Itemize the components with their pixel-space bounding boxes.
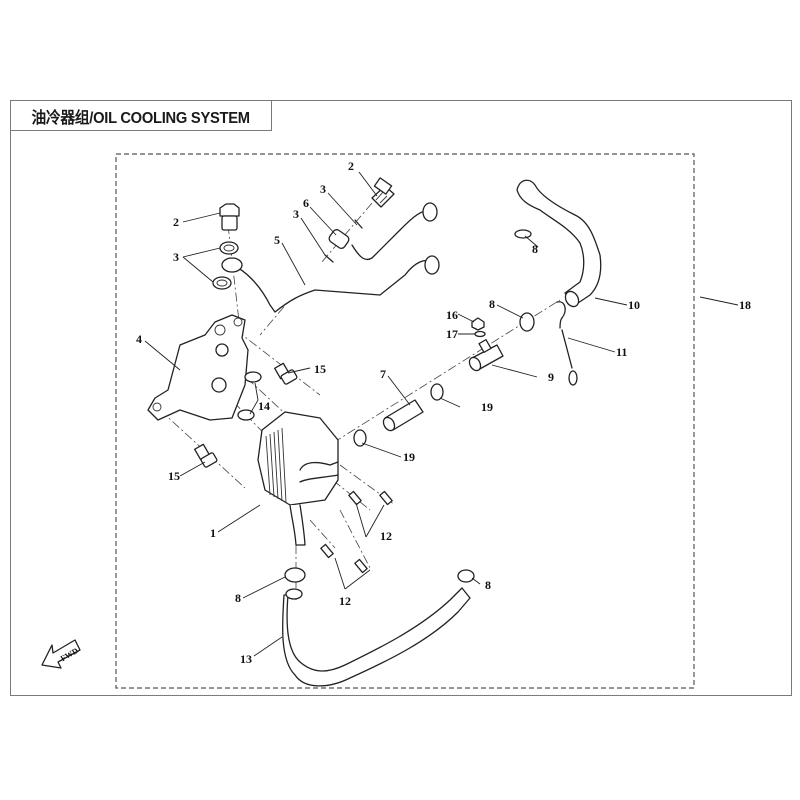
callout-18: 18	[739, 298, 751, 312]
part-washers[interactable]	[212, 219, 363, 290]
part-banjo-bolt-upper[interactable]	[371, 177, 395, 208]
part-oil-pipe[interactable]	[221, 202, 440, 313]
part-nut-oring[interactable]	[471, 317, 486, 338]
callout-12: 12	[380, 529, 392, 543]
part-support-wire[interactable]	[556, 301, 578, 386]
callout-14: 14	[258, 399, 270, 413]
callout-15: 15	[168, 469, 180, 483]
callout-8: 8	[489, 297, 495, 311]
part-o-rings[interactable]	[237, 371, 262, 421]
part-coolant-joint[interactable]	[467, 339, 504, 373]
part-banjo-bolt-left[interactable]	[219, 203, 240, 231]
callout-2: 2	[173, 215, 179, 229]
callout-10: 10	[628, 298, 640, 312]
callout-9: 9	[548, 370, 554, 384]
callout-4: 4	[136, 332, 142, 346]
part-coolant-hose-lower[interactable]	[282, 587, 471, 687]
callout-2: 2	[348, 159, 354, 173]
fwd-direction-arrow: FWD	[41, 639, 81, 669]
callout-7: 7	[380, 367, 386, 381]
callout-1: 1	[210, 526, 216, 540]
leader-lines	[144, 171, 739, 657]
callout-5: 5	[274, 233, 280, 247]
part-coolant-hose-upper[interactable]	[516, 179, 602, 309]
part-clamps-19[interactable]	[353, 383, 444, 447]
part-clamps-8[interactable]	[284, 229, 535, 583]
drawing-frame	[10, 100, 792, 696]
part-oil-cooler[interactable]	[257, 411, 339, 546]
part-hose-sleeve[interactable]	[381, 399, 424, 433]
diagram-title: 油冷器组/OIL COOLING SYSTEM	[31, 109, 251, 127]
callout-8: 8	[485, 578, 491, 592]
callout-11: 11	[616, 345, 627, 359]
callout-13: 13	[240, 652, 252, 666]
callout-labels: 2 3 2 3 3 6 5 4 15 14 15 1 12 12 8 8 13 …	[136, 159, 751, 666]
callout-15: 15	[314, 362, 326, 376]
callout-17: 17	[446, 327, 458, 341]
part-pipe-sleeve[interactable]	[328, 228, 351, 250]
part-bolts[interactable]	[320, 490, 393, 574]
part-cooler-bracket[interactable]	[147, 314, 249, 421]
part-flange-bolts[interactable]	[194, 362, 298, 468]
callout-16: 16	[446, 308, 458, 322]
title-box: 油冷器组/OIL COOLING SYSTEM	[10, 100, 272, 131]
callout-3: 3	[293, 207, 299, 221]
callout-6: 6	[303, 196, 309, 210]
callout-8: 8	[532, 242, 538, 256]
assembly-boundary	[115, 153, 695, 689]
callout-12: 12	[339, 594, 351, 608]
callout-19: 19	[481, 400, 493, 414]
callout-8: 8	[235, 591, 241, 605]
callout-19: 19	[403, 450, 415, 464]
callout-3: 3	[173, 250, 179, 264]
callout-3: 3	[320, 182, 326, 196]
